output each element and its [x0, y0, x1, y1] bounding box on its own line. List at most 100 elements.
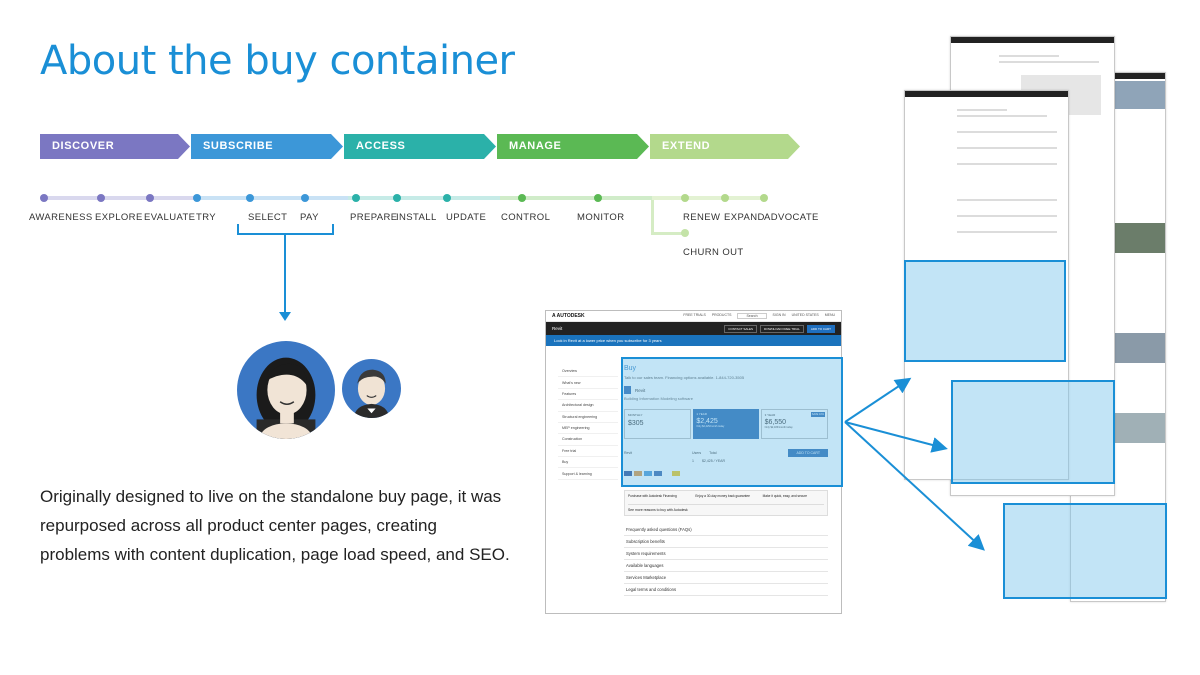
- side-nav-item[interactable]: Architectural design: [558, 400, 618, 412]
- nav-products[interactable]: PRODUCTS: [711, 313, 732, 317]
- phase-discover: DISCOVER: [40, 134, 190, 159]
- stage-dot: [594, 194, 602, 202]
- nav-free-trials[interactable]: FREE TRIALS: [683, 313, 706, 317]
- nav-menu[interactable]: MENU: [824, 313, 835, 317]
- visa-icon: [624, 471, 632, 476]
- contact-sales-button[interactable]: CONTACT SALES: [724, 324, 758, 333]
- stage-try: TRY: [196, 212, 217, 223]
- stage-explore: EXPLORE: [95, 212, 143, 223]
- feature-card: Purchase with Autodesk Financing Enjoy a…: [624, 490, 828, 516]
- phase-extend: EXTEND: [650, 134, 800, 159]
- select-pay-bracket: [237, 224, 334, 235]
- more-reasons-link[interactable]: See more reasons to buy with Autodesk: [628, 504, 824, 512]
- accordion-item[interactable]: Available languages: [624, 560, 828, 572]
- users-quantity[interactable]: 1: [692, 459, 694, 463]
- persona-avatar-woman: [237, 341, 335, 439]
- paypal-icon: [654, 471, 662, 476]
- nav-search[interactable]: Search: [737, 313, 767, 319]
- product-page-thumbnail: [904, 90, 1069, 480]
- side-nav: Overview What's new Features Architectur…: [558, 366, 618, 480]
- buy-container-highlight: [621, 357, 843, 487]
- side-nav-item[interactable]: Features: [558, 389, 618, 401]
- stage-dot: [443, 194, 451, 202]
- description-text: Originally designed to live on the stand…: [40, 487, 510, 564]
- side-nav-item[interactable]: Construction: [558, 434, 618, 446]
- stage-churn-out: CHURN OUT: [683, 247, 744, 258]
- promo-banner[interactable]: Lock in Revit at a lower price when you …: [546, 335, 841, 346]
- side-nav-item[interactable]: Overview: [558, 366, 618, 378]
- side-nav-item[interactable]: Free trial: [558, 446, 618, 457]
- stage-dot: [721, 194, 729, 202]
- stage-dot: [352, 194, 360, 202]
- stage-dot: [193, 194, 201, 202]
- feature-guarantee: Enjoy a 30-day money back guarantee: [695, 494, 750, 498]
- side-nav-item[interactable]: What's new: [558, 377, 618, 389]
- nav-region[interactable]: UNITED STATES: [791, 313, 819, 317]
- stage-dot: [393, 194, 401, 202]
- stage-dot: [518, 194, 526, 202]
- accordion-item[interactable]: Services Marketplace: [624, 572, 828, 584]
- buy-heading: Buy: [624, 365, 637, 372]
- stage-install: INSTALL: [396, 212, 437, 223]
- stage-dot: [681, 194, 689, 202]
- stage-expand: EXPAND: [724, 212, 765, 223]
- down-arrow-head: [279, 312, 291, 321]
- cart-product-label: Revit: [624, 451, 632, 455]
- stage-track: [40, 196, 770, 200]
- faq-accordion: Frequently asked questions (FAQs) Subscr…: [624, 524, 828, 596]
- add-to-cart-button[interactable]: ADD TO CART: [788, 449, 828, 457]
- accordion-item[interactable]: System requirements: [624, 548, 828, 560]
- stage-dot: [40, 194, 48, 202]
- stage-advocate: ADVOCATE: [764, 212, 819, 223]
- users-label: Users: [692, 451, 702, 455]
- lifecycle-phases: DISCOVER SUBSCRIBE ACCESS MANAGE EXTEND: [40, 134, 800, 159]
- down-arrow: [284, 235, 286, 313]
- stage-renew: RENEW: [683, 212, 721, 223]
- accordion-item[interactable]: Frequently asked questions (FAQs): [624, 524, 828, 536]
- stage-awareness: AWARENESS: [29, 212, 93, 223]
- phase-subscribe: SUBSCRIBE: [191, 134, 343, 159]
- buy-container-highlight: [951, 380, 1115, 484]
- stage-control: CONTROL: [501, 212, 551, 223]
- stage-dot: [301, 194, 309, 202]
- stage-dot: [760, 194, 768, 202]
- amex-icon: [644, 471, 652, 476]
- download-trial-button[interactable]: DOWNLOAD FREE TRIAL: [760, 324, 804, 333]
- buy-container-highlight: [904, 260, 1066, 362]
- nav-sign-in[interactable]: SIGN IN: [772, 313, 786, 317]
- buy-page-mockup: A AUTODESK FREE TRIALS PRODUCTS Search S…: [545, 310, 842, 614]
- price-option-3-year[interactable]: 3 YEAR $6,550 Only $2,183/month today SA…: [760, 409, 828, 439]
- stage-evaluate: EVALUATE: [144, 212, 196, 223]
- product-title: Revit: [552, 326, 563, 331]
- stage-select: SELECT: [248, 212, 288, 223]
- header-add-to-cart-button[interactable]: ADD TO CART: [806, 324, 835, 333]
- accordion-item[interactable]: Subscription benefits: [624, 536, 828, 548]
- price-option-1-year[interactable]: 1 YEAR $2,425 Only $2,425/month today: [693, 409, 759, 439]
- slide-title: About the buy container: [40, 38, 515, 84]
- revit-logo-icon: [624, 386, 631, 394]
- feature-financing: Purchase with Autodesk Financing: [628, 494, 677, 498]
- side-nav-item[interactable]: MEP engineering: [558, 423, 618, 435]
- product-desc: Building Information Modeling software: [624, 396, 693, 401]
- accordion-item[interactable]: Legal terms and conditions: [624, 584, 828, 596]
- side-nav-item[interactable]: Buy: [558, 457, 618, 469]
- mastercard-icon: [634, 471, 642, 476]
- side-nav-item[interactable]: Support & learning: [558, 468, 618, 480]
- persona-avatar-man: [342, 359, 401, 418]
- side-nav-item[interactable]: Structural engineering: [558, 412, 618, 423]
- total-value: $2,425 / YEAR: [701, 459, 726, 463]
- buy-container-highlight: [1003, 503, 1167, 599]
- feature-secure: Make it quick, easy, and secure: [762, 494, 808, 498]
- churn-dot: [681, 229, 689, 237]
- stage-monitor: MONITOR: [577, 212, 625, 223]
- phase-manage: MANAGE: [497, 134, 649, 159]
- total-label: Total: [709, 451, 717, 455]
- stage-dot: [246, 194, 254, 202]
- buy-subtext: Talk to our sales team. Financing option…: [624, 375, 745, 380]
- stage-pay: PAY: [300, 212, 319, 223]
- price-option-monthly[interactable]: MONTHLY $305: [624, 409, 692, 439]
- stage-prepare: PREPARE: [350, 212, 398, 223]
- norton-icon: [672, 471, 680, 476]
- save-badge: SAVE 10%: [810, 412, 825, 417]
- stage-update: UPDATE: [446, 212, 487, 223]
